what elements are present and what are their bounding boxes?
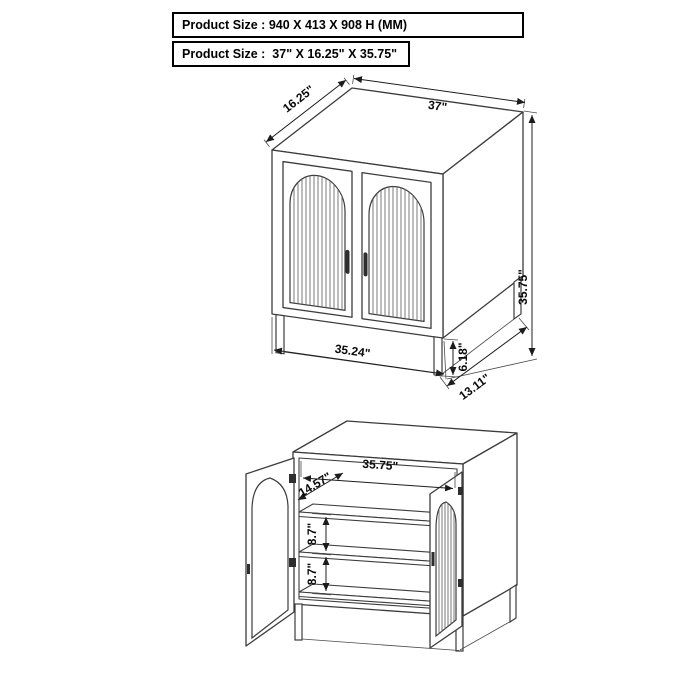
right-door-flutes [372, 182, 422, 322]
interior-depth-dimension-line [297, 472, 344, 501]
dim-label-width-back: 37" [427, 98, 448, 115]
width-dimension-line [353, 76, 526, 105]
open-base-stretchers [301, 619, 514, 651]
dim-label-shelf-gap-upper: 8.7" [305, 523, 319, 545]
product-size-mm-box: Product Size : 940 X 413 X 908 H (MM) [172, 12, 524, 38]
dim-label-shelf-gap-lower: 8.7" [305, 563, 319, 585]
right-door-open-handle [431, 552, 435, 566]
front-width-dimension-line [273, 347, 445, 377]
cabinet-front [271, 149, 444, 377]
dim-label-interior-width: 35.75" [362, 457, 399, 473]
bottom-shelf-front [299, 591, 457, 609]
depth-dimension-line [265, 79, 347, 143]
open-right-door [429, 471, 463, 649]
base-depth-extension-lines [439, 317, 530, 390]
left-door-open-handle [247, 564, 250, 574]
product-size-inch-box: Product Size : 37" X 16.25" X 35.75" [172, 41, 410, 67]
open-cabinet-right-face [462, 432, 518, 617]
right-door-hinge-bottom [458, 579, 463, 587]
open-front-left-leg [294, 603, 303, 641]
shelf-2-front [299, 551, 457, 569]
back-right-leg [513, 275, 522, 321]
front-right-leg [433, 336, 443, 377]
base-depth-dimension-line [446, 326, 528, 387]
shelf-gap-extension-lines [311, 513, 332, 596]
left-door-flutes [293, 171, 343, 311]
left-door-window [251, 477, 289, 640]
open-left-door [245, 457, 296, 647]
right-door-arch [368, 185, 425, 323]
product-size-mm-text: Product Size : 940 X 413 X 908 H (MM) [182, 18, 408, 32]
front-width-extension-lines [271, 317, 447, 380]
left-door-hinge-top [289, 474, 296, 483]
dim-label-depth-top: 16.25" [280, 82, 317, 115]
right-door-hinge-top [458, 487, 463, 495]
depth-extension-lines [263, 77, 350, 148]
product-size-inch-text: Product Size : 37" X 16.25" X 35.75" [182, 47, 398, 61]
open-cabinet-drawing [245, 420, 518, 652]
left-door-handle [345, 249, 350, 274]
front-left-leg [275, 313, 285, 355]
open-back-right-leg [509, 583, 517, 624]
left-door-hinge-bottom [289, 558, 296, 567]
cabinet-interior [299, 503, 457, 609]
closed-cabinet-drawing [271, 87, 524, 377]
right-door-window-flutes [438, 502, 455, 636]
right-door-handle [363, 252, 368, 277]
dim-label-front-width: 35.24" [334, 342, 371, 361]
shelf-1-front [299, 511, 457, 529]
left-door-arch [289, 174, 346, 311]
dim-label-leg-height: 6.18" [456, 342, 470, 371]
dim-label-overall-height: 35.75" [516, 269, 530, 305]
